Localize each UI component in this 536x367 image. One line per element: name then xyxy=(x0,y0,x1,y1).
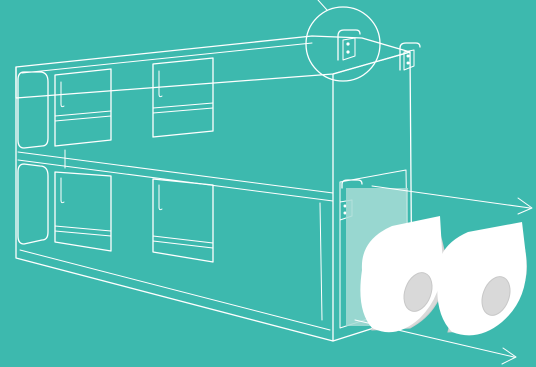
base-rail xyxy=(20,250,330,330)
door-handle-icon xyxy=(159,185,162,210)
centrifugal-fan-icon xyxy=(437,222,526,335)
access-door-upper-right xyxy=(153,58,213,137)
door-handle-icon xyxy=(61,178,64,203)
cabinet-front-face xyxy=(16,67,333,341)
centrifugal-fans xyxy=(360,216,526,335)
access-door-upper-left xyxy=(55,69,111,146)
cabinet-top-inner-edge xyxy=(22,43,312,73)
lifting-lug-icon xyxy=(338,30,360,60)
access-door-lower-right xyxy=(153,179,213,262)
front-corner-post xyxy=(320,203,322,320)
left-recess-upper xyxy=(18,72,48,148)
door-handle-icon xyxy=(159,71,162,97)
fan-housing-face xyxy=(437,222,526,335)
left-recess-lower xyxy=(18,164,48,244)
access-door-lower-left xyxy=(55,172,111,251)
